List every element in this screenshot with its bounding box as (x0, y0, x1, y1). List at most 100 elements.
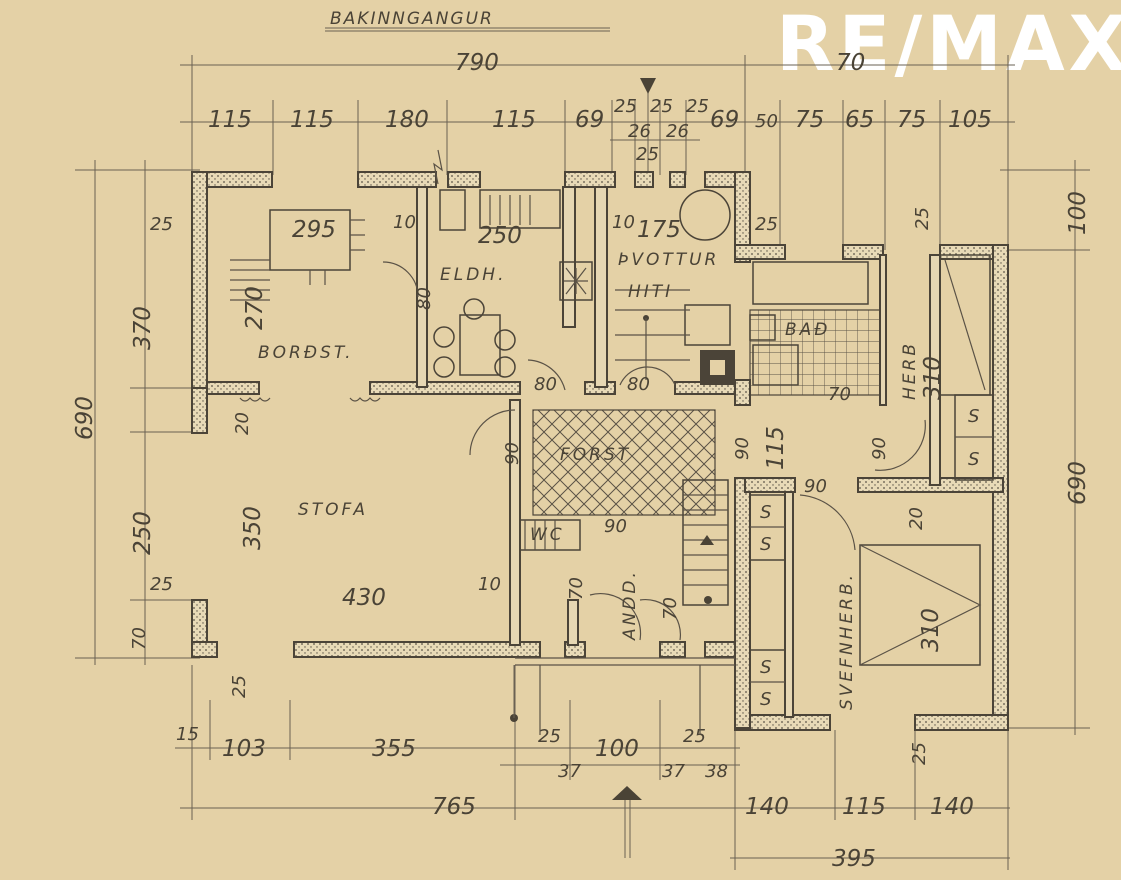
dim-d20: 20 (232, 412, 253, 435)
room-label-wc: WC (530, 525, 565, 545)
dim-d115: 115 (763, 426, 789, 470)
right-dimension-lines (1000, 160, 1090, 735)
remax-logo: RE/MAX (776, 0, 1121, 88)
dim-left-c: 25 (150, 574, 173, 595)
dim-bottom-row2-2: 38 (705, 761, 728, 782)
dim-top-small: 70 (836, 50, 865, 76)
room-label-forst: FORST (560, 445, 631, 465)
dim-hiti-w: 175 (637, 217, 681, 243)
top-dimension-lines (180, 55, 1015, 250)
dim-bottom-4: 100 (595, 736, 639, 762)
room-label-herb: HERB (900, 341, 920, 400)
interior-walls (206, 186, 1004, 718)
dim-top-3: 115 (492, 107, 536, 133)
bathroom-fixtures (749, 261, 881, 396)
dim-herb-d20: 20 (906, 507, 927, 530)
room-label-eldh: ELDH. (440, 265, 507, 285)
left-dimension-lines (75, 160, 200, 665)
shelf-label-2: S (760, 534, 771, 555)
bottom-dimension-lines (175, 665, 1010, 870)
dim-d80b: 80 (534, 374, 557, 395)
dim-d70a: 70 (566, 577, 587, 600)
dim-top-12: 75 (897, 107, 926, 133)
room-label-andd: ANDD. (620, 569, 640, 641)
dim-d70c: 70 (828, 384, 851, 405)
dim-bottom-right-0: 140 (745, 794, 789, 820)
dim-sub-1: 26 (666, 121, 689, 142)
room-label-dvottur: ÞVOTTUR (618, 250, 719, 270)
utility-fixtures (615, 189, 735, 385)
dim-bottom-2: 355 (372, 736, 416, 762)
kitchen-fixtures (433, 189, 593, 378)
room-label-svefnherb: SVEFNHERB. (837, 572, 857, 710)
foyer-tiles (532, 409, 716, 516)
dim-bottom-1: 103 (222, 736, 266, 762)
dim-left-a: 25 (150, 214, 173, 235)
dim-top-11: 65 (845, 107, 874, 133)
dim-top-7: 25 (686, 96, 709, 117)
drawing-title: BAKINNGANGUR (330, 9, 494, 29)
door-swings (239, 149, 926, 641)
dim-d90c: 90 (869, 437, 890, 460)
dim-bottom-5: 25 (683, 726, 706, 747)
dim-herb-h: 310 (920, 356, 946, 400)
shelf-label-6: S (968, 449, 979, 470)
shelf-label-1: S (760, 502, 771, 523)
stairs (519, 479, 729, 606)
dim-svefn-h: 310 (918, 608, 944, 652)
dim-bottom-25b: 25 (909, 742, 930, 765)
dim-top-4: 69 (575, 107, 604, 133)
dim-bottom-total-left: 765 (432, 794, 476, 820)
dim-bottom-25a: 25 (229, 675, 250, 698)
dim-d90b: 90 (732, 437, 753, 460)
dim-d90d: 90 (804, 476, 827, 497)
dim-top-total: 790 (455, 50, 499, 76)
dim-bottom-row2-1: 37 (662, 761, 685, 782)
dim-d70b: 70 (660, 597, 681, 620)
dim-d90e: 90 (604, 516, 627, 537)
dim-stofa-w: 430 (342, 585, 386, 611)
dim-top-8: 69 (710, 107, 739, 133)
dim-left-total: 690 (72, 396, 98, 440)
dim-bottom-right-2: 140 (930, 794, 974, 820)
dim-d90a: 90 (502, 442, 523, 465)
dim-bottom-0: 15 (176, 724, 199, 745)
dim-top-2: 180 (385, 107, 429, 133)
dim-top-10: 75 (795, 107, 824, 133)
dim-d80a: 80 (414, 287, 435, 310)
dim-top-1: 115 (290, 107, 334, 133)
dim-right-a: 25 (755, 214, 778, 235)
dim-bottom-right-1: 115 (842, 794, 886, 820)
dim-eldh-w: 250 (478, 223, 522, 249)
room-label-stofa: STOFA (298, 500, 368, 520)
dim-eldh-w2: 10 (612, 212, 635, 233)
dim-top-6: 25 (650, 96, 673, 117)
shelf-label-3: S (760, 657, 771, 678)
shelf-label-4: S (760, 689, 771, 710)
dim-right-total: 690 (1065, 461, 1091, 505)
dim-top-13: 105 (948, 107, 992, 133)
dim-bottom-row2-0: 37 (558, 761, 581, 782)
dim-left-top: 370 (130, 306, 156, 350)
dim-d10: 10 (478, 574, 501, 595)
dim-sub-0: 26 (628, 121, 651, 142)
dining-fixtures (230, 209, 365, 301)
dim-top-9: 50 (755, 111, 778, 132)
dim-top-5: 25 (614, 96, 637, 117)
dim-bordst-h: 270 (242, 286, 268, 330)
room-label-hiti: HITI (628, 282, 673, 302)
dim-left-b: 70 (129, 627, 150, 650)
dim-right-top: 100 (1065, 191, 1091, 235)
wardrobes (749, 394, 994, 716)
dim-left-bottom: 250 (130, 511, 156, 555)
room-label-bad: BAÐ (785, 320, 830, 340)
dim-bordst-w: 295 (292, 217, 336, 243)
dim-d80c: 80 (627, 374, 650, 395)
dim-stofa-h: 350 (240, 506, 266, 550)
room-label-bordst: BORÐST. (258, 343, 354, 363)
dim-sub-2: 25 (636, 144, 659, 165)
dim-bottom-3: 25 (538, 726, 561, 747)
shelf-label-5: S (968, 406, 979, 427)
dim-bottom-total-right: 395 (832, 846, 876, 872)
